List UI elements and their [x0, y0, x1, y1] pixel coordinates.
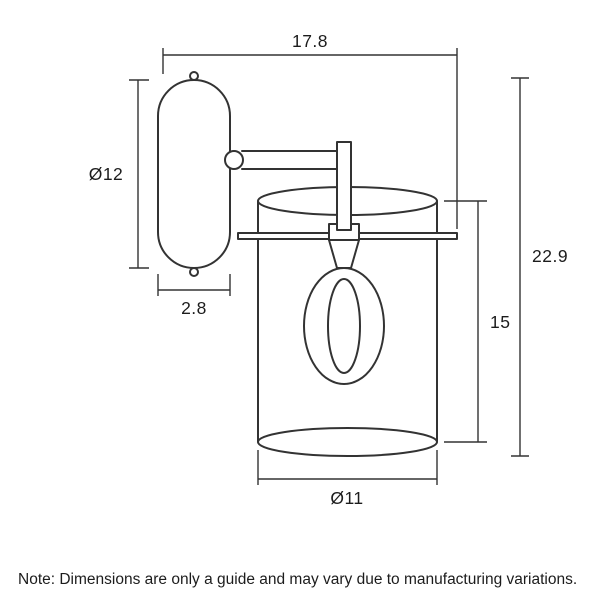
manufacturing-note: Note: Dimensions are only a guide and ma…	[18, 571, 577, 588]
dimension-overall-height	[511, 77, 529, 457]
lamp-bulb-inner	[327, 278, 361, 374]
arm-joint-ball	[224, 150, 244, 170]
dimension-shade-diameter	[257, 450, 438, 485]
dimension-canopy-diameter	[129, 79, 149, 269]
label-canopy-depth: 2.8	[181, 298, 207, 318]
label-shade-height: 15	[490, 312, 510, 332]
dimension-labels: 17.8 Ø12 2.8 22.9 15 Ø11	[89, 31, 568, 508]
dimension-canopy-depth	[157, 274, 231, 296]
stem-rod	[336, 141, 352, 231]
dimension-shade-height	[444, 200, 487, 443]
canopy-outline	[157, 79, 231, 269]
fixture-outline	[157, 71, 458, 457]
label-shade-diameter: Ø11	[330, 488, 363, 508]
canopy-screw-bottom	[189, 267, 199, 277]
label-overall-height: 22.9	[532, 246, 568, 266]
lamp-socket	[328, 239, 360, 269]
wall-canopy	[157, 71, 338, 277]
label-canopy-diameter: Ø12	[89, 164, 124, 184]
lamp-bulb-outer	[303, 267, 385, 385]
canopy-screw-top	[189, 71, 199, 81]
dimension-lines	[129, 48, 529, 485]
label-projection: 17.8	[292, 31, 328, 51]
stem-assembly	[303, 141, 385, 385]
